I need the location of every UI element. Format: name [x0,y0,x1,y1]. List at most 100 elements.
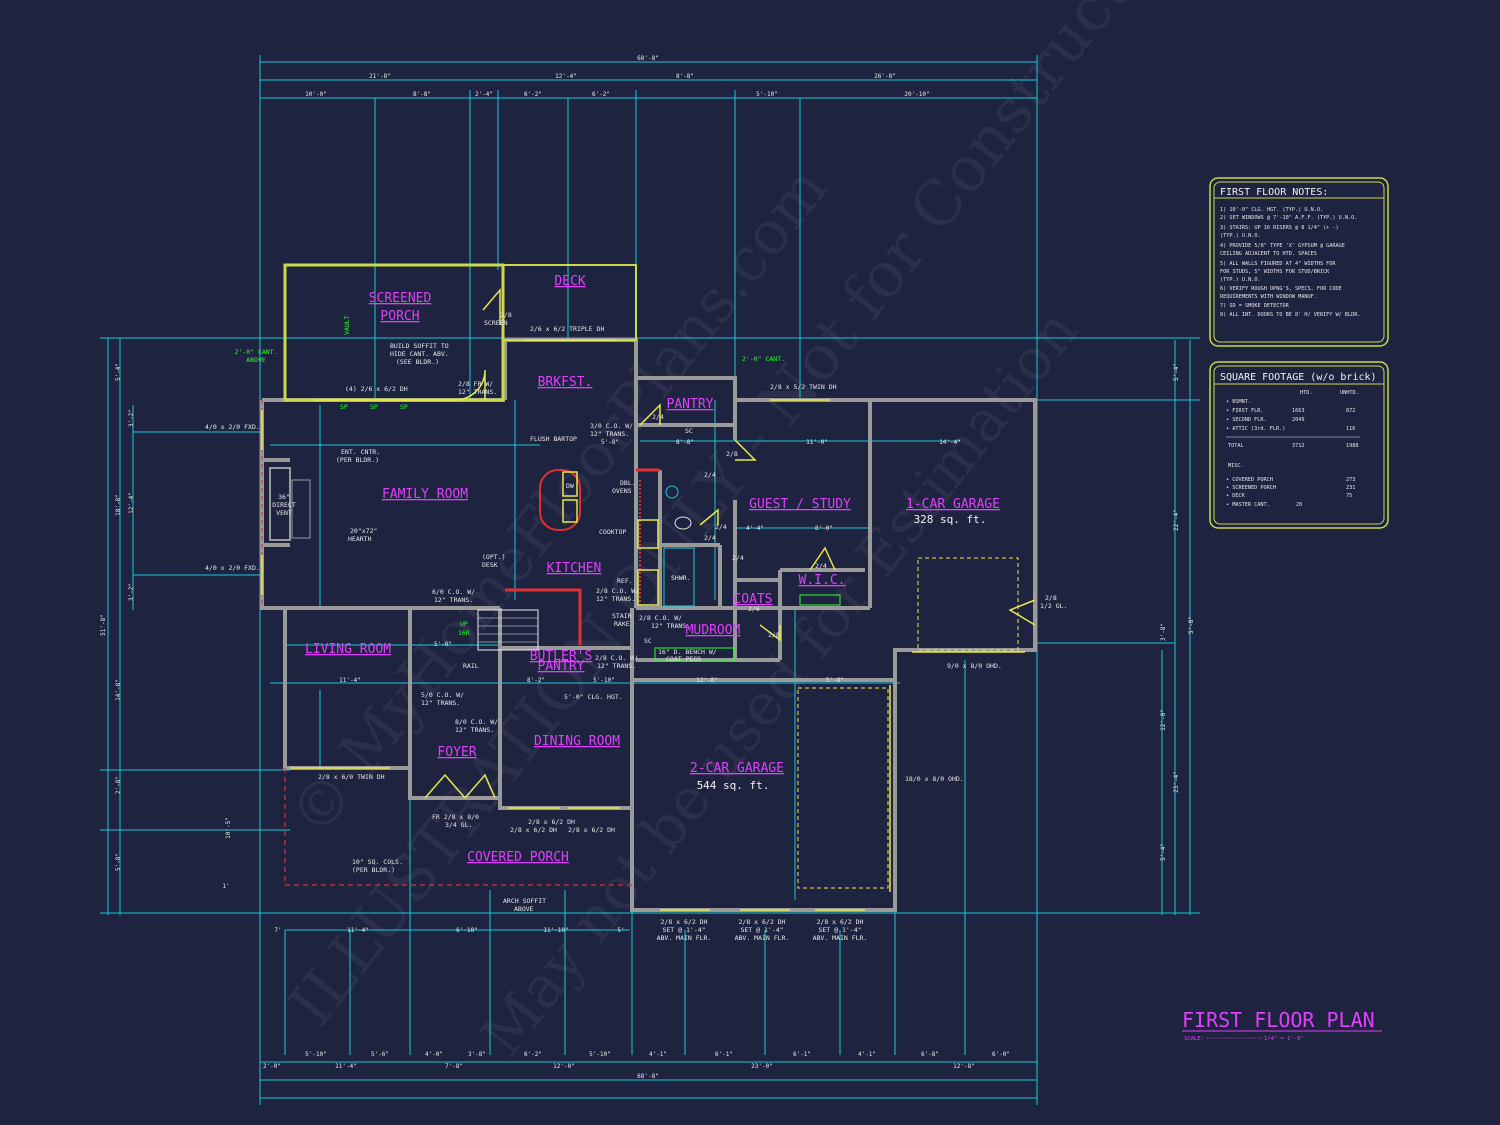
note-co-fam-1: 6/0 C.O. W/ [432,588,475,596]
dim-inner-9: 8'-2" [527,677,545,684]
door-size-9: 2/4 [715,523,727,531]
note-twin-dh-top: 2/8 x 5/2 TWIN DH [770,383,837,391]
note-co-brk-1: 3/0 C.O. W/ [590,422,633,430]
note-garage-win-3-c: ABV. MAIN FLR. [813,934,868,942]
note-fr-2: 12" TRANS. [458,388,497,396]
note-screen-2: SCREEN [484,319,508,327]
note-direct-vent-2: DIRECT [272,501,296,509]
dim-right-3: 5'-8" [1188,616,1195,634]
note-hearth-2: HEARTH [348,535,372,543]
dim-bot-r3-5: 6'-2" [524,1051,542,1058]
note-desk-2: DESK [482,561,498,569]
note-direct-vent-3: VENT [276,509,292,517]
sqft-row-unhtd: 231 [1346,485,1355,491]
note-cooktop: COOKTOP [599,528,626,536]
dim-bot-r3-4: 3'-8" [468,1051,486,1058]
note-ref: REF. [617,577,633,585]
notes-line-7: 5) ALL WALLS FIGURED AT 4" WIDTHS FOR [1220,261,1336,267]
note-dh-din-2: 2/8 x 6/2 DH [510,826,557,834]
room-mudroom: MUDROOM [686,623,741,638]
dim-bot-r3-2: 5'-6" [371,1051,389,1058]
notes-line-11: REQUIREMENTS WITH WINDOW MANUF. [1220,294,1317,300]
dim-bot-r2-3: 7'-8" [445,1063,463,1070]
dim-bot-r3-10: 4'-1" [858,1051,876,1058]
dim-left-5: 18'-8" [115,494,122,516]
notes-line-5: 4) PROVIDE 5/8" TYPE 'X' GYPSUM @ GARAGE [1220,243,1345,249]
note-co-fam-2: 12" TRANS. [434,596,473,604]
room-brkfst: BRKFST. [538,375,593,390]
note-garage-win-3-a: 2/8 x 6/2 DH [817,918,864,926]
sqft-row-label: • BSMNT. [1226,399,1251,405]
door-size-8: 2/8 [768,631,780,639]
dim-bot-r2-6: 12'-8" [953,1063,975,1070]
note-fxd-top: 4/0 x 2/0 FXD. [205,423,260,431]
note-dbl-ovens-1: DBL. [620,479,636,487]
dim-inner-14: 11'-4" [347,927,369,934]
plan-title: FIRST FLOOR PLAN [1182,1008,1375,1032]
dim-left-4: 3'-2" [128,583,135,601]
notes-line-10: 6) VERIFY ROUGH OPNG'S, SPECS, FOR CODE [1220,286,1342,292]
dim-bot-r2-4: 12'-0" [553,1063,575,1070]
note-co-liv-2: 12" TRANS. [421,699,460,707]
dim-inner-5: 4'-4" [746,525,764,532]
dim-bot-r3-7: 4'-1" [649,1051,667,1058]
note-sq-cols-1: 10" SQ. COLS. [352,858,403,866]
dim-right-4: 3'-8" [1160,623,1167,641]
dim-bot-r3-1: 5'-10" [305,1051,327,1058]
room-deck: DECK [554,274,585,289]
note-vault: VAULT [343,315,351,335]
dim-top-r3-4: 6'-2" [524,91,542,98]
door-size-3: 2/4 [704,471,716,479]
dim-inner-7: 5'-0" [434,641,452,648]
notes-line-2: 2) SET WINDOWS @ 7'-10" A.F.F. (TYP.) U.… [1220,215,1357,221]
note-four-dh: (4) 2/6 x 6/2 DH [345,385,408,393]
room-foyer: FOYER [437,745,476,760]
notes-line-13: 8) ALL INT. DOORS TO BE 8' H/ VERIFY W/ … [1220,312,1361,318]
dim-left-10: 10'-5" [225,817,232,839]
plan-scale-value: 1/4" = 1'-0" [1264,1036,1304,1042]
note-bench-1: 16" D. BENCH W/ [658,648,717,656]
note-co-kit-2: 12" TRANS. [596,595,635,603]
sqft-row-unhtd: 872 [1346,408,1355,414]
note-fr-foyer-2: 3/4 GL. [445,821,472,829]
notes-line-1: 1) 10'-0" CLG. HGT. (TYP.) U.N.O. [1220,207,1323,213]
plan-title-block: FIRST FLOOR PLAN SCALE: 1/4" = 1'-0" [1182,1008,1382,1042]
note-co-mud-2: 12" TRANS. [651,622,690,630]
room-pantry: PANTRY [667,397,714,412]
dim-left-1: 5'-4" [115,363,122,381]
note-arch-soffit-1: ARCH SOFFIT [503,897,546,905]
note-triple-dh: 2/6 x 6/2 TRIPLE DH [530,325,604,333]
dim-top-r3-1: 10'-0" [305,91,327,98]
note-co-liv-1: 5/0 C.O. W/ [421,691,464,699]
note-ohd-small: 9/0 x 8/0 OHD. [947,662,1002,670]
note-co-mud-1: 2/8 C.O. W/ [639,614,682,622]
note-co-brk-2: 12" TRANS. [590,430,629,438]
dim-top-r2-3: 8'-8" [676,73,694,80]
dim-bottom-overall: 68'-8" [637,1073,659,1080]
dim-inner-8: 11'-4" [339,677,361,684]
note-gl-door-2: 1/2 GL. [1040,602,1067,610]
note-dh-din-3: 2/8 x 6/2 DH [568,826,615,834]
notes-line-8: FOR STUDS, 5" WIDTHS FOR STUD/BRICK [1220,269,1330,275]
sqft-row-htd: 1663 [1292,408,1305,414]
room-labels: SCREENED PORCH DECK BRKFST. PANTRY FAMIL… [305,274,1000,865]
dim-right-7: 5'-4" [1160,843,1167,861]
sqft-rows: • BSMNT. • FIRST FLR. 1663 872 • SECOND … [1226,399,1360,508]
dim-top-r2-4: 26'-8" [874,73,896,80]
room-screened-porch-line2: PORCH [380,309,419,324]
note-build-soffit-2: HIDE CANT. ABV. [390,350,449,358]
room-family-room: FAMILY ROOM [382,487,468,502]
dim-left-9: 5'-8" [115,853,122,871]
one-car-garage-area: 328 sq. ft. [914,513,987,526]
note-dw: DW [566,482,574,490]
dimension-lines [100,55,1200,1105]
dim-left-3: 12'-4" [128,492,135,514]
note-ohd-large: 18/0 x 8/0 OHD. [905,775,964,783]
sqft-row-label: • FIRST FLR. [1226,408,1263,414]
sqft-row-unhtd: 116 [1346,426,1355,432]
square-footage-box: SQUARE FOOTAGE (w/o brick) HTD. UNHTD. •… [1209,361,1389,529]
sqft-col-htd: HTD. [1300,390,1313,396]
dim-top-r3-2: 8'-8" [413,91,431,98]
sqft-row-htd: 2049 [1292,417,1305,423]
note-co-but-2: 12" TRANS. [597,662,636,670]
